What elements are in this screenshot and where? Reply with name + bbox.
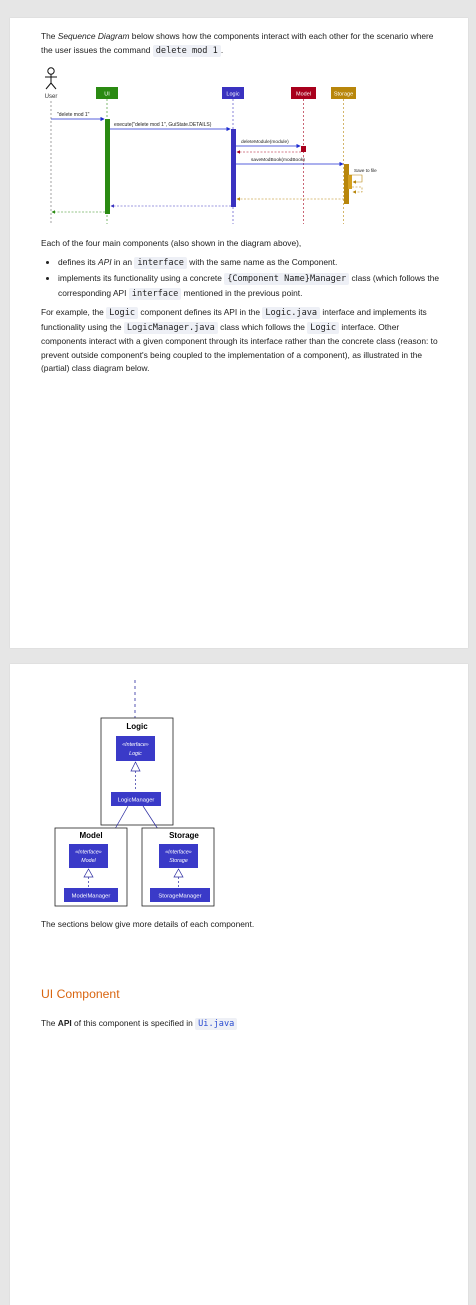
sequence-diagram-term: Sequence Diagram (57, 31, 130, 41)
model-interface-box (69, 844, 108, 868)
self-call-save-to-file (349, 174, 363, 184)
logic-participant (222, 87, 244, 99)
message-delete-mod: "delete mod 1" (57, 112, 90, 118)
logic-interface-label: Logic (129, 751, 142, 757)
logic-manager-label: LogicManager (118, 798, 155, 804)
storage-interface-label: Storage (169, 858, 188, 864)
message-save-to-file: Save to file (354, 168, 377, 173)
list-item: implements its functionality using a con… (58, 272, 441, 301)
user-actor-icon (45, 67, 57, 90)
storage-manager-box (150, 888, 210, 902)
storage-interface-box (159, 844, 198, 868)
ui-participant (96, 87, 118, 99)
logic-activation (231, 129, 236, 207)
model-participant (291, 87, 316, 99)
logic-package (100, 717, 174, 826)
message-execute: execute("delete mod 1", GuiState.DETAILS… (114, 122, 212, 128)
command-code: delete mod 1 (152, 44, 221, 57)
message-delete-module: deleteModule(module) (241, 139, 289, 145)
logic-package-label: Logic (126, 722, 148, 731)
ui-activation (105, 119, 110, 214)
model-interface-label: Model (81, 858, 96, 864)
list-item: defines its API in an interface with the… (58, 256, 441, 271)
logic-interface-box (116, 736, 155, 761)
storage-participant (331, 87, 356, 99)
storage-participant-label: Storage (334, 92, 353, 98)
api-paragraph: The API of this component is specified i… (41, 1017, 441, 1032)
model-stereotype-label: «Interface» (75, 850, 102, 856)
interface-code: interface (134, 256, 187, 269)
class-diagram: Logic «Interface» Logic LogicManager Mod… (54, 680, 215, 907)
ui-java-link[interactable]: Ui.java (195, 1018, 238, 1030)
ui-participant-label: UI (104, 92, 110, 98)
storage-stereotype-label: «Interface» (165, 850, 192, 856)
example-paragraph: For example, the Logic component defines… (41, 307, 438, 373)
model-package-label: Model (79, 831, 102, 840)
logic-participant-label: Logic (226, 92, 239, 98)
logic-manager-box (111, 792, 161, 806)
logic-stereotype-label: «Interface» (122, 742, 149, 748)
message-save-modbook: saveModBook(modBook) (251, 157, 305, 163)
model-manager-label: ModelManager (72, 894, 111, 900)
intro-paragraph: The Sequence Diagram below shows how the… (41, 31, 434, 57)
sequence-diagram: User UI Logic Model Storage "delete mod … (45, 67, 377, 224)
components-intro: Each of the four main components (also s… (41, 238, 302, 248)
model-manager-box (64, 888, 118, 902)
self-return-save-to-file (352, 186, 363, 194)
model-activation (301, 146, 306, 152)
components-bullet-list: defines its API in an interface with the… (41, 256, 441, 302)
actor-label: User (45, 94, 58, 100)
manager-code: {Component Name}Manager (224, 273, 350, 285)
interface-code: interface (128, 287, 182, 300)
sections-paragraph: The sections below give more details of … (41, 919, 255, 929)
model-participant-label: Model (296, 92, 311, 98)
storage-self-activation (348, 175, 352, 189)
storage-activation (344, 164, 349, 204)
ui-component-heading: UI Component (41, 987, 120, 1001)
document-page-1: The Sequence Diagram below shows how the… (10, 18, 468, 648)
storage-package-label: Storage (169, 831, 199, 840)
components-section: Each of the four main components (also s… (41, 237, 441, 376)
document-page-2: Logic «Interface» Logic LogicManager Mod… (10, 664, 468, 1305)
storage-manager-label: StorageManager (158, 894, 201, 900)
